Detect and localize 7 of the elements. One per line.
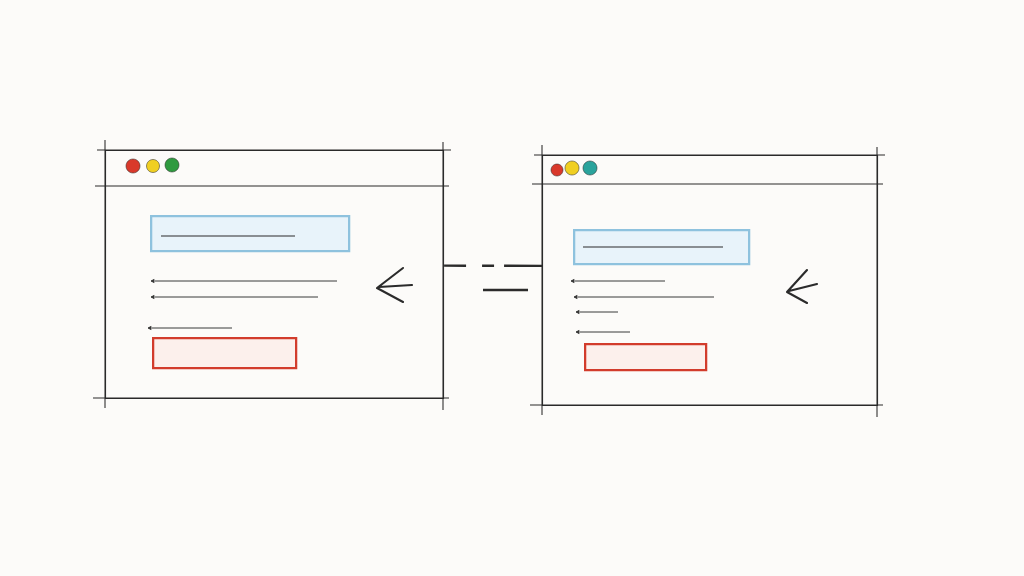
browser-window [529,144,886,418]
input-field [573,229,751,266]
button [152,337,298,370]
button [584,343,708,372]
browser-window [92,139,452,411]
input-field [150,215,351,253]
connector-line [444,264,542,268]
